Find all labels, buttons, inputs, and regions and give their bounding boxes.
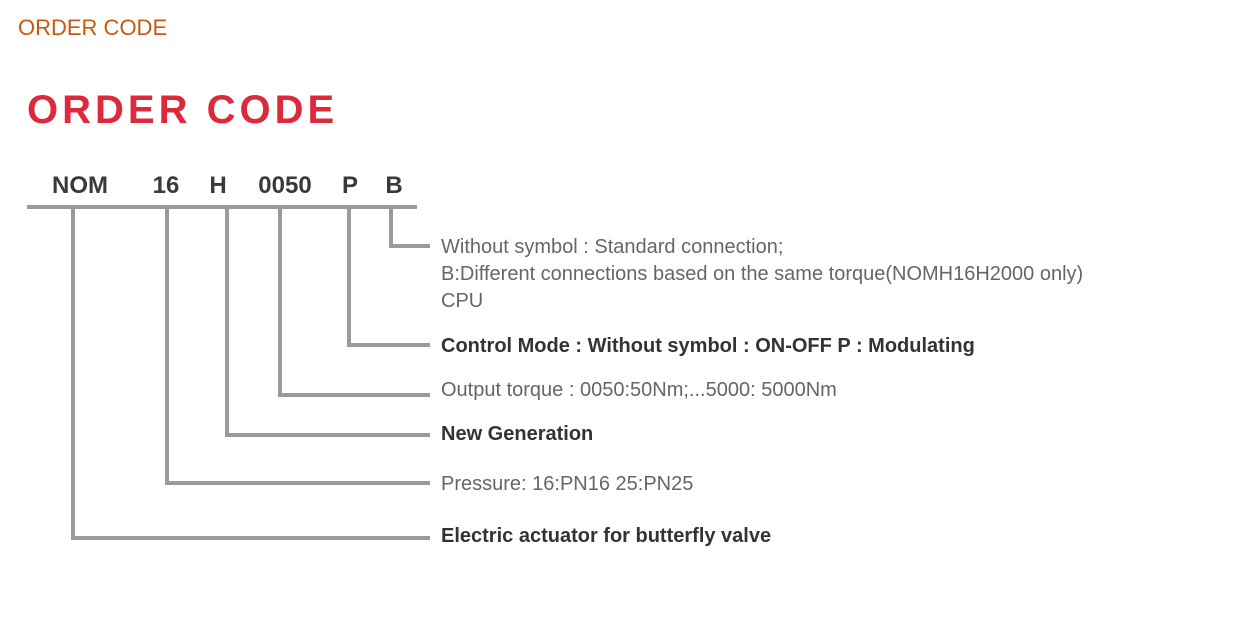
page-heading: ORDER CODE <box>18 15 168 40</box>
actuator-description: Electric actuator for butterfly valve <box>441 525 772 547</box>
code-part-nom: NOM <box>52 172 108 199</box>
torque-description: Output torque : 0050:50Nm;...5000: 5000N… <box>441 379 837 401</box>
desc-line: Without symbol : Standard connection; <box>441 236 784 258</box>
desc-line: CPU <box>441 290 484 312</box>
code-part-pressure: 16 <box>152 172 180 199</box>
code-part-torque: 0050 <box>258 172 312 199</box>
control-mode-description: Control Mode : Without symbol : ON-OFF P… <box>441 335 975 357</box>
generation-description: New Generation <box>441 423 594 445</box>
figure-title: ORDER CODE <box>27 88 339 132</box>
pressure-description: Pressure: 16:PN16 25:PN25 <box>441 473 694 495</box>
desc-line: B:Different connections based on the sam… <box>441 263 1084 285</box>
code-part-control: P <box>341 172 359 199</box>
code-part-connection: B <box>385 172 403 199</box>
code-part-generation: H <box>209 172 227 199</box>
connection-description: Without symbol : Standard connection; B:… <box>441 234 1083 315</box>
